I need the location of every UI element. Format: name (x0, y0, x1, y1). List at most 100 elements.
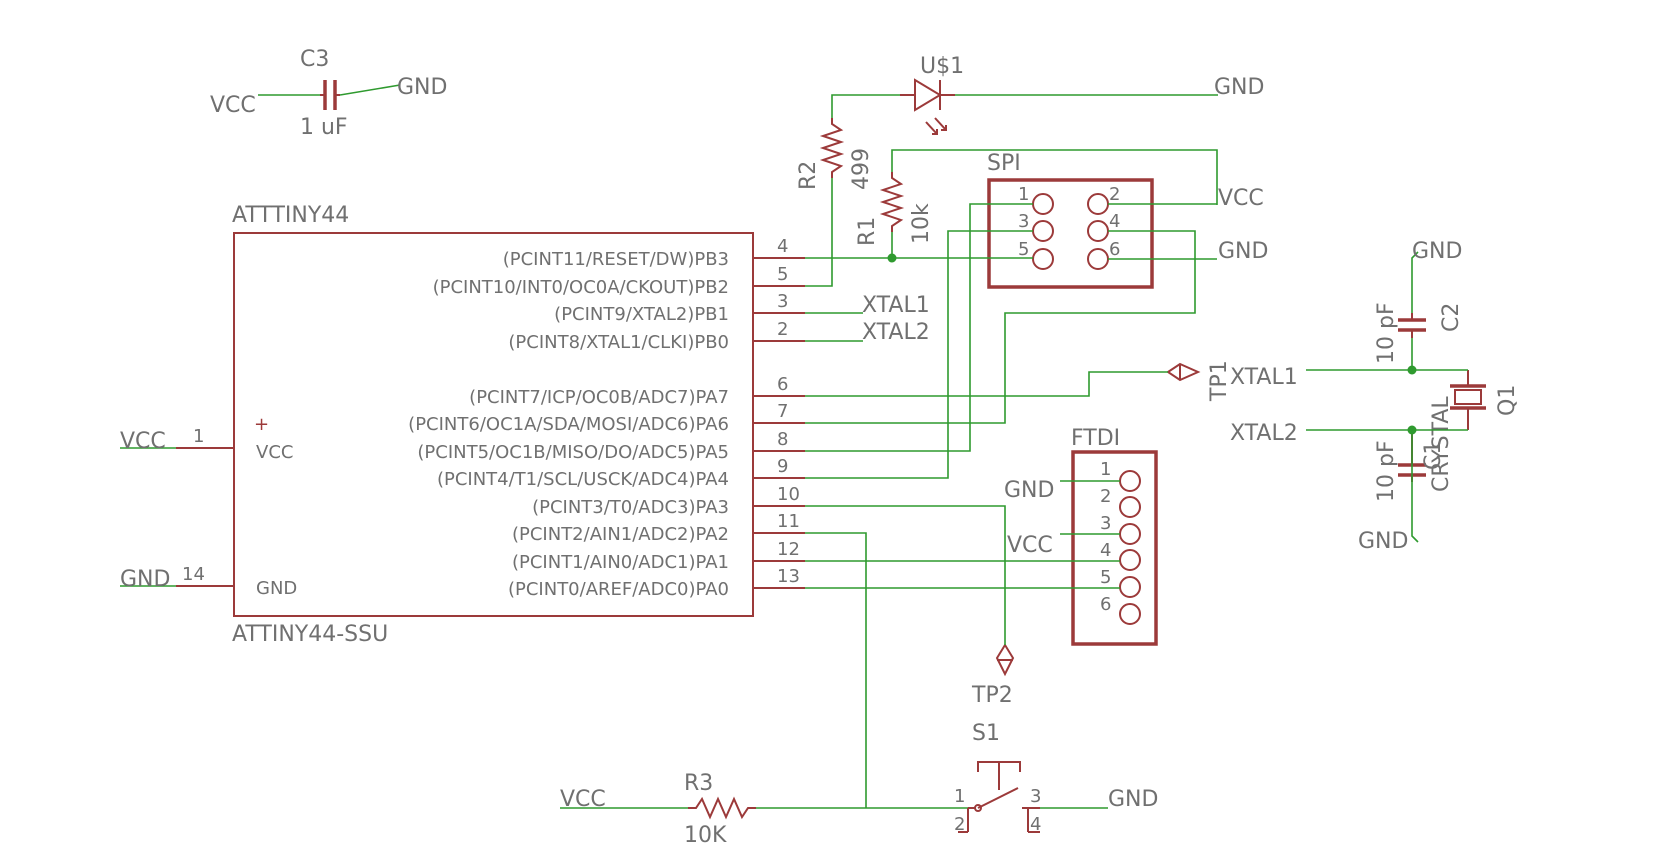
s1-pin-4: 4 (1030, 814, 1041, 835)
pin-number: 8 (777, 429, 788, 450)
s1-pin-1: 1 (954, 786, 965, 807)
resistor-r2: R2 499 (796, 118, 874, 190)
ic-gnd-pin-num: 14 (182, 564, 205, 585)
spi-ref: SPI (987, 151, 1021, 176)
ic-pin-pa4: (PCINT4/T1/SCL/USCK/ADC4)PA4 9 (437, 456, 805, 490)
xtal1-net-label: XTAL1 (862, 293, 930, 318)
xtal2-net-label: XTAL2 (862, 320, 930, 345)
ic-gnd-pin-label: GND (256, 578, 297, 599)
c1-value: 10 pF (1374, 440, 1399, 502)
r3-value: 10K (684, 823, 727, 848)
net-wires (805, 149, 1218, 808)
ftdi-vcc-label: VCC (1007, 533, 1053, 558)
ftdi-pin-3: 3 (1100, 513, 1111, 534)
spi-pin-5: 5 (1018, 239, 1029, 260)
crystal-section: 10 pF C2 10 pF C1 CRYSTAL Q1 XTAL1 XTAL2… (1230, 239, 1520, 554)
pin-label: (PCINT8/XTAL1/CLKI)PB0 (508, 332, 729, 353)
pin-number: 11 (777, 511, 800, 532)
pin-label: (PCINT1/AIN0/ADC1)PA1 (512, 552, 729, 573)
ic-pin-pa7: (PCINT7/ICP/OC0B/ADC7)PA7 6 (469, 374, 805, 408)
ic-pin-pa5: (PCINT5/OC1B/MISO/DO/ADC5)PA5 8 (417, 429, 805, 463)
ic-pin-pb2: (PCINT10/INT0/OC0A/CKOUT)PB2 5 (433, 264, 805, 298)
ftdi-pin-2: 2 (1100, 486, 1111, 507)
capacitor-c3: C3 1 uF VCC GND (210, 47, 447, 140)
ic-origin-mark: + (254, 414, 269, 435)
s1-pin-2: 2 (954, 814, 965, 835)
ftdi-pin-1: 1 (1100, 459, 1111, 480)
r1-ref: R1 (855, 217, 880, 246)
ic-pin-pa6: (PCINT6/OC1A/SDA/MOSI/ADC6)PA6 7 (408, 401, 805, 435)
spi-vcc-label: VCC (1218, 186, 1264, 211)
c1-ref: C1 (1421, 441, 1446, 470)
c2-value: 10 pF (1374, 302, 1399, 364)
r2-ref: R2 (796, 161, 821, 190)
resistor-r1: R1 10k (855, 172, 934, 246)
wires-led (805, 94, 1218, 287)
s1-pin-3: 3 (1030, 786, 1041, 807)
ic-pin-pb0: (PCINT8/XTAL1/CLKI)PB0 2 (508, 319, 805, 353)
c3-vcc-label: VCC (210, 93, 256, 118)
ftdi-pin-5: 5 (1100, 567, 1111, 588)
spi-header: SPI 1 2 3 4 5 6 VCC GND (987, 151, 1268, 289)
pin-label: (PCINT5/OC1B/MISO/DO/ADC5)PA5 (417, 442, 729, 463)
s1-ref: S1 (972, 721, 1000, 746)
c3-value: 1 uF (300, 115, 348, 140)
ftdi-header: FTDI 1 2 3 4 5 6 GND VCC (1004, 426, 1158, 646)
q1-value: CRYSTAL (1429, 396, 1454, 492)
pin-number: 5 (777, 264, 788, 285)
ic-gnd-net: GND (120, 567, 170, 592)
ic-vcc-pin-num: 1 (193, 426, 204, 447)
ic-vcc-net: VCC (120, 429, 166, 454)
pin-number: 9 (777, 456, 788, 477)
r3-ref: R3 (684, 771, 713, 796)
led-u1: U$1 GND (900, 54, 1264, 135)
tp1-ref: TP1 (1207, 360, 1232, 402)
pin-number: 2 (777, 319, 788, 340)
s1-gnd-label: GND (1108, 787, 1158, 812)
q1-ref: Q1 (1495, 385, 1520, 416)
spi-pin-4: 4 (1109, 211, 1120, 232)
led-ref: U$1 (920, 54, 964, 79)
ftdi-pin-6: 6 (1100, 594, 1111, 615)
pin-label: (PCINT2/AIN1/ADC2)PA2 (512, 524, 729, 545)
pin-number: 10 (777, 484, 800, 505)
reset-circuit: VCC R3 10K S1 1 2 3 4 GND (560, 721, 1158, 848)
ic-name: ATTTINY44 (232, 203, 349, 228)
ic-pin-pa0: (PCINT0/AREF/ADC0)PA0 13 (508, 566, 805, 600)
crystal-xtal2-label: XTAL2 (1230, 421, 1298, 446)
pin-number: 13 (777, 566, 800, 587)
spi-pin-6: 6 (1109, 239, 1120, 260)
ic-pin-pa2: (PCINT2/AIN1/ADC2)PA2 11 (512, 511, 805, 545)
pin-number: 7 (777, 401, 788, 422)
ic-pin-pa1: (PCINT1/AIN0/ADC1)PA1 12 (512, 539, 805, 573)
crystal-gnd-top: GND (1412, 239, 1462, 264)
pin-label: (PCINT10/INT0/OC0A/CKOUT)PB2 (433, 277, 729, 298)
c3-gnd-label: GND (397, 75, 447, 100)
r2-value: 499 (849, 148, 874, 190)
tp2-ref: TP2 (971, 683, 1013, 708)
spi-pin-1: 1 (1018, 184, 1029, 205)
pin-number: 12 (777, 539, 800, 560)
pin-label: (PCINT3/T0/ADC3)PA3 (532, 497, 729, 518)
ic-vcc-pin-label: VCC (256, 442, 293, 463)
pin-label: (PCINT11/RESET/DW)PB3 (503, 249, 729, 270)
ic-body (233, 232, 754, 617)
led-gnd-label: GND (1214, 75, 1264, 100)
crystal-gnd-bottom: GND (1358, 529, 1408, 554)
ftdi-gnd-label: GND (1004, 478, 1054, 503)
ic-pin-pb3: (PCINT11/RESET/DW)PB3 4 (503, 236, 805, 270)
spi-pin-3: 3 (1018, 211, 1029, 232)
testpoint-tp1: TP1 (1166, 360, 1232, 402)
c2-ref: C2 (1439, 303, 1464, 332)
pin-label: (PCINT9/XTAL2)PB1 (554, 304, 729, 325)
spi-pin-2: 2 (1109, 184, 1120, 205)
crystal-xtal1-label: XTAL1 (1230, 365, 1298, 390)
ic-value: ATTINY44-SSU (232, 622, 388, 647)
pin-number: 4 (777, 236, 788, 257)
r3-vcc-label: VCC (560, 787, 606, 812)
pin-number: 6 (777, 374, 788, 395)
pin-label: (PCINT7/ICP/OC0B/ADC7)PA7 (469, 387, 729, 408)
c3-ref: C3 (300, 47, 329, 72)
r1-value: 10k (909, 203, 934, 244)
